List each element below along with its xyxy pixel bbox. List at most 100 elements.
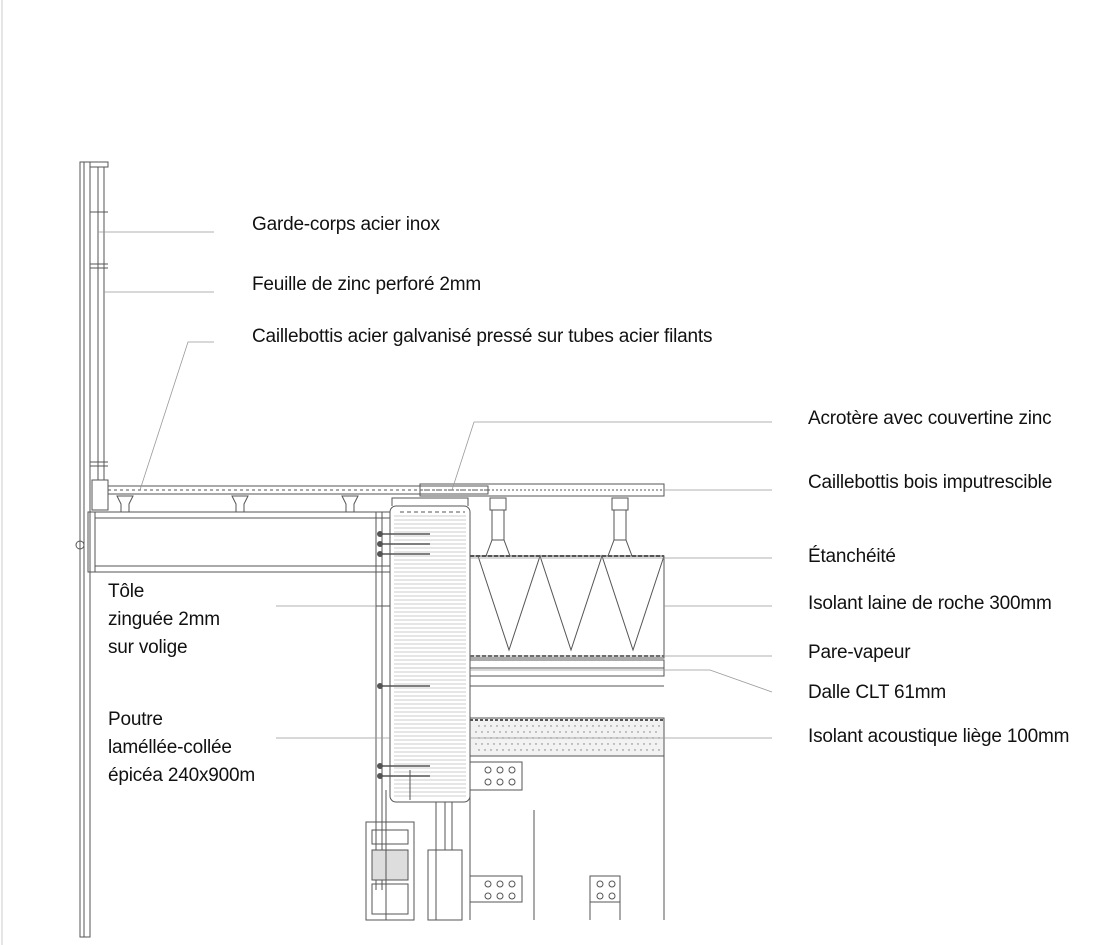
cork-dot xyxy=(598,749,600,751)
cork-dot xyxy=(550,725,552,727)
cork-dot xyxy=(589,743,591,745)
cork-dot xyxy=(589,731,591,733)
label-pare-vapeur: Pare-vapeur xyxy=(808,642,911,663)
label-feuille-zinc: Feuille de zinc perforé 2mm xyxy=(252,274,482,295)
cork-dot xyxy=(490,725,492,727)
cork-dot xyxy=(574,725,576,727)
cork-dot xyxy=(493,731,495,733)
zinc-cladding xyxy=(376,512,390,890)
cork-dot xyxy=(517,743,519,745)
pedestal-screw xyxy=(614,510,626,540)
label-tole: Tôle zinguée 2mm sur volige xyxy=(108,578,220,662)
cork-dot xyxy=(544,725,546,727)
cork-dot xyxy=(487,731,489,733)
cork-dot xyxy=(631,743,633,745)
lower-connectors xyxy=(366,762,620,920)
cork-dot xyxy=(475,731,477,733)
cork-dot xyxy=(631,731,633,733)
cork-dot xyxy=(649,743,651,745)
cork-dot xyxy=(553,731,555,733)
cork-dot xyxy=(568,725,570,727)
cork-dot xyxy=(481,731,483,733)
cork-dot xyxy=(595,731,597,733)
cork-dot xyxy=(574,749,576,751)
cork-dot xyxy=(604,749,606,751)
cork-dot xyxy=(640,725,642,727)
pedestal-screw xyxy=(492,510,504,540)
cork-dot xyxy=(559,731,561,733)
cork-dot xyxy=(562,749,564,751)
cork-dot xyxy=(601,743,603,745)
cork-dot xyxy=(565,731,567,733)
cork-dot xyxy=(559,743,561,745)
cork-dot xyxy=(604,725,606,727)
cork-dot xyxy=(562,725,564,727)
cork-dot xyxy=(571,743,573,745)
cork-dot xyxy=(547,743,549,745)
cork-dot xyxy=(484,725,486,727)
cork-dot xyxy=(556,725,558,727)
cork-dot xyxy=(586,725,588,727)
cork-dot xyxy=(508,749,510,751)
cork-dot xyxy=(526,725,528,727)
label-poutre: Poutre laméllée-collée épicéa 240x900m xyxy=(108,706,255,790)
cork-dot xyxy=(556,749,558,751)
label-caillebottis-bois: Caillebottis bois imputrescible xyxy=(808,472,1053,493)
cork-dot xyxy=(628,725,630,727)
cork-dot xyxy=(550,749,552,751)
cork-dot xyxy=(514,725,516,727)
cork-dot xyxy=(583,731,585,733)
cork-dot xyxy=(610,725,612,727)
cork-dot xyxy=(625,731,627,733)
cork-dot xyxy=(547,731,549,733)
cork-dot xyxy=(511,731,513,733)
pedestal-head xyxy=(490,498,506,510)
cork-dot xyxy=(634,749,636,751)
cork-dot xyxy=(499,731,501,733)
grating-support xyxy=(117,496,133,512)
cork-dot xyxy=(496,725,498,727)
cork-dot xyxy=(520,725,522,727)
cork-dot xyxy=(505,743,507,745)
cork-dot xyxy=(577,743,579,745)
glulam-beam xyxy=(378,498,471,802)
cork-dot xyxy=(577,731,579,733)
cork-dot xyxy=(511,743,513,745)
steel-grating-deck xyxy=(88,486,488,572)
cork-dot xyxy=(643,731,645,733)
pedestal-base xyxy=(608,540,632,556)
cork-dot xyxy=(598,725,600,727)
grating-support xyxy=(342,496,358,512)
cork-dot xyxy=(634,725,636,727)
cork-dot xyxy=(619,743,621,745)
label-tole-line-3: sur volige xyxy=(108,637,188,658)
cork-dot xyxy=(592,749,594,751)
cork-dot xyxy=(517,731,519,733)
label-isolant-acoustique: Isolant acoustique liège 100mm xyxy=(808,726,1070,747)
cork-dot xyxy=(523,743,525,745)
cork-dot xyxy=(610,749,612,751)
cork-dot xyxy=(520,749,522,751)
cork-dot xyxy=(532,749,534,751)
cork-dot xyxy=(652,725,654,727)
cork-dot xyxy=(514,749,516,751)
cork-dot xyxy=(478,749,480,751)
cork-dot xyxy=(541,743,543,745)
label-acrotere: Acrotère avec couvertine zinc xyxy=(808,408,1052,429)
label-poutre-line-1: Poutre xyxy=(108,709,163,730)
rockwool-insulation xyxy=(470,556,664,658)
cork-dot xyxy=(640,749,642,751)
cork-dot xyxy=(622,725,624,727)
cork-dot xyxy=(652,749,654,751)
cork-dot xyxy=(637,743,639,745)
cork-dot xyxy=(586,749,588,751)
cork-dot xyxy=(502,725,504,727)
cork-dot xyxy=(499,743,501,745)
clt-slab xyxy=(470,660,664,920)
cork-dot xyxy=(643,743,645,745)
cork-dot xyxy=(508,725,510,727)
cork-dot xyxy=(646,749,648,751)
cork-dot xyxy=(655,731,657,733)
cork-dot xyxy=(502,749,504,751)
